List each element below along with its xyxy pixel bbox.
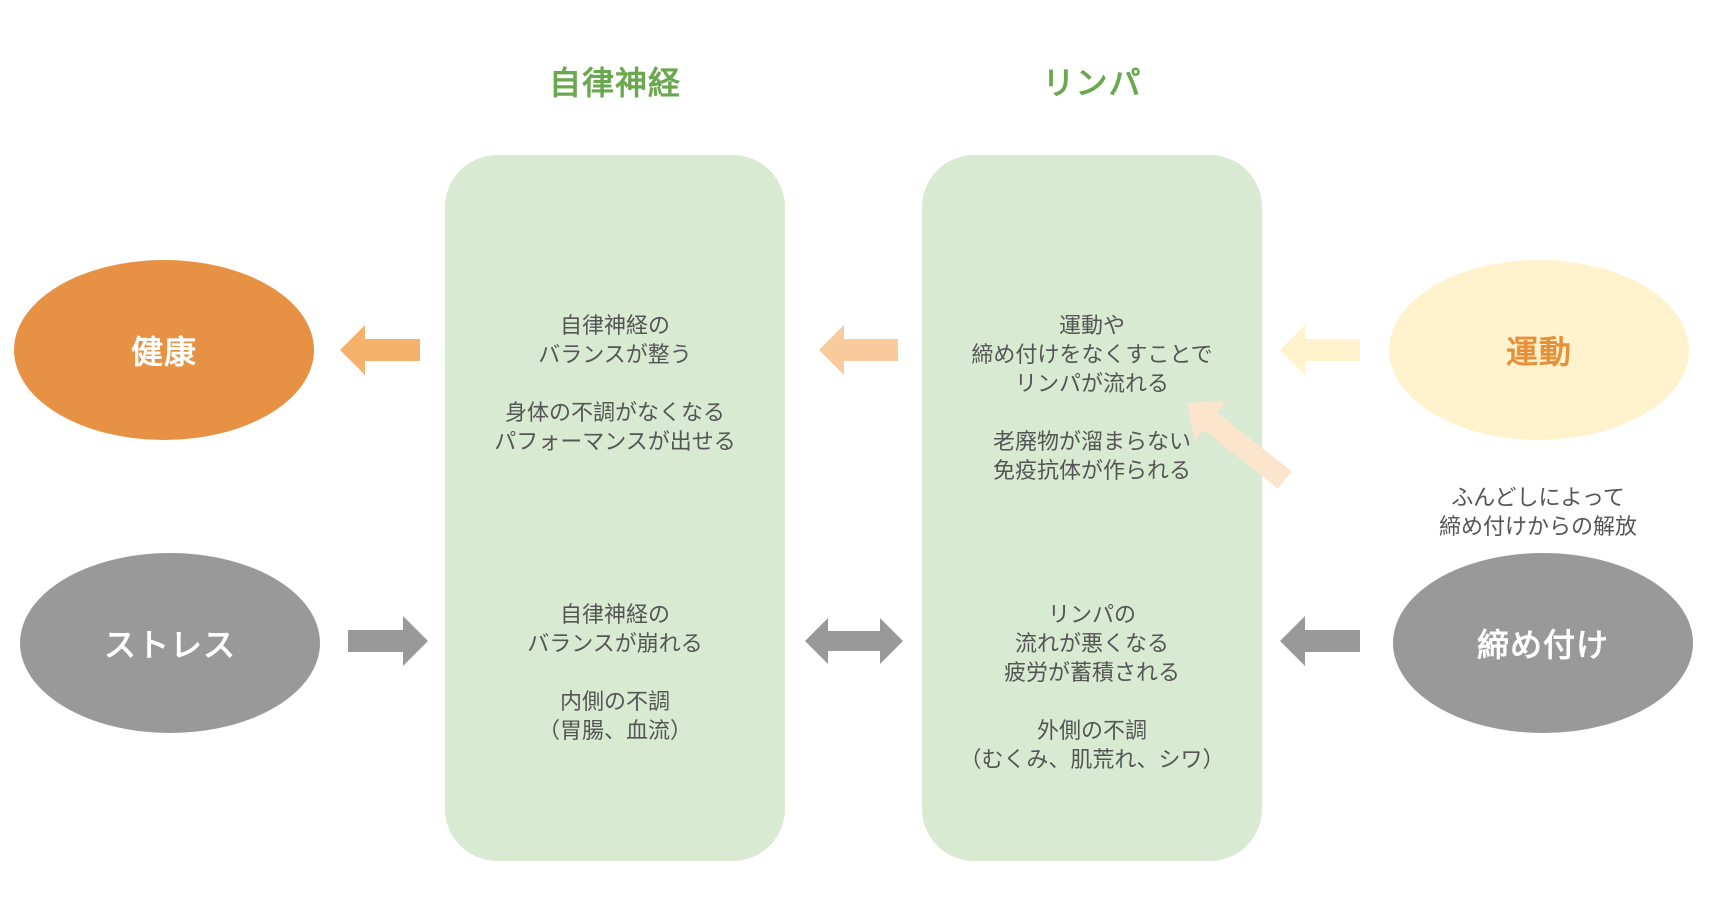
lymph-bad-text: リンパの 流れが悪くなる 疲労が蓄積される 外側の不調 （むくみ、肌荒れ、シワ） — [959, 603, 1225, 773]
stress-node: ストレス — [20, 553, 320, 733]
column-title-autonomic: 自律神経 — [548, 64, 681, 102]
constriction-release-note: ふんどしによって 締め付けからの解放 — [1438, 486, 1637, 540]
arrow-constriction-release — [1186, 401, 1292, 489]
arrow-to-health — [340, 325, 420, 375]
lymph-good-text: 運動や 締め付けをなくすことで リンパが流れる 老廃物が溜まらない 免疫抗体が作… — [971, 314, 1213, 484]
arrow-autonomic-lymph-double — [805, 618, 903, 664]
autonomic-bad-text: 自律神経の バランスが崩れる 内側の不調 （胃腸、血流） — [527, 603, 703, 744]
arrow-stress-to-autonomic — [348, 616, 428, 666]
panel-autonomic — [445, 155, 785, 861]
constriction-node: 締め付け — [1393, 553, 1693, 733]
arrow-exercise-to-lymph — [1280, 325, 1360, 375]
arrow-constriction-to-lymph — [1280, 616, 1360, 666]
exercise-node: 運動 — [1389, 260, 1689, 440]
panel-lymph — [922, 155, 1262, 861]
arrow-lymph-to-autonomic — [819, 325, 898, 375]
column-title-lymph: リンパ — [1042, 64, 1142, 102]
autonomic-good-text: 自律神経の バランスが整う 身体の不調がなくなる パフォーマンスが出せる — [494, 314, 736, 455]
health-node: 健康 — [14, 260, 314, 440]
